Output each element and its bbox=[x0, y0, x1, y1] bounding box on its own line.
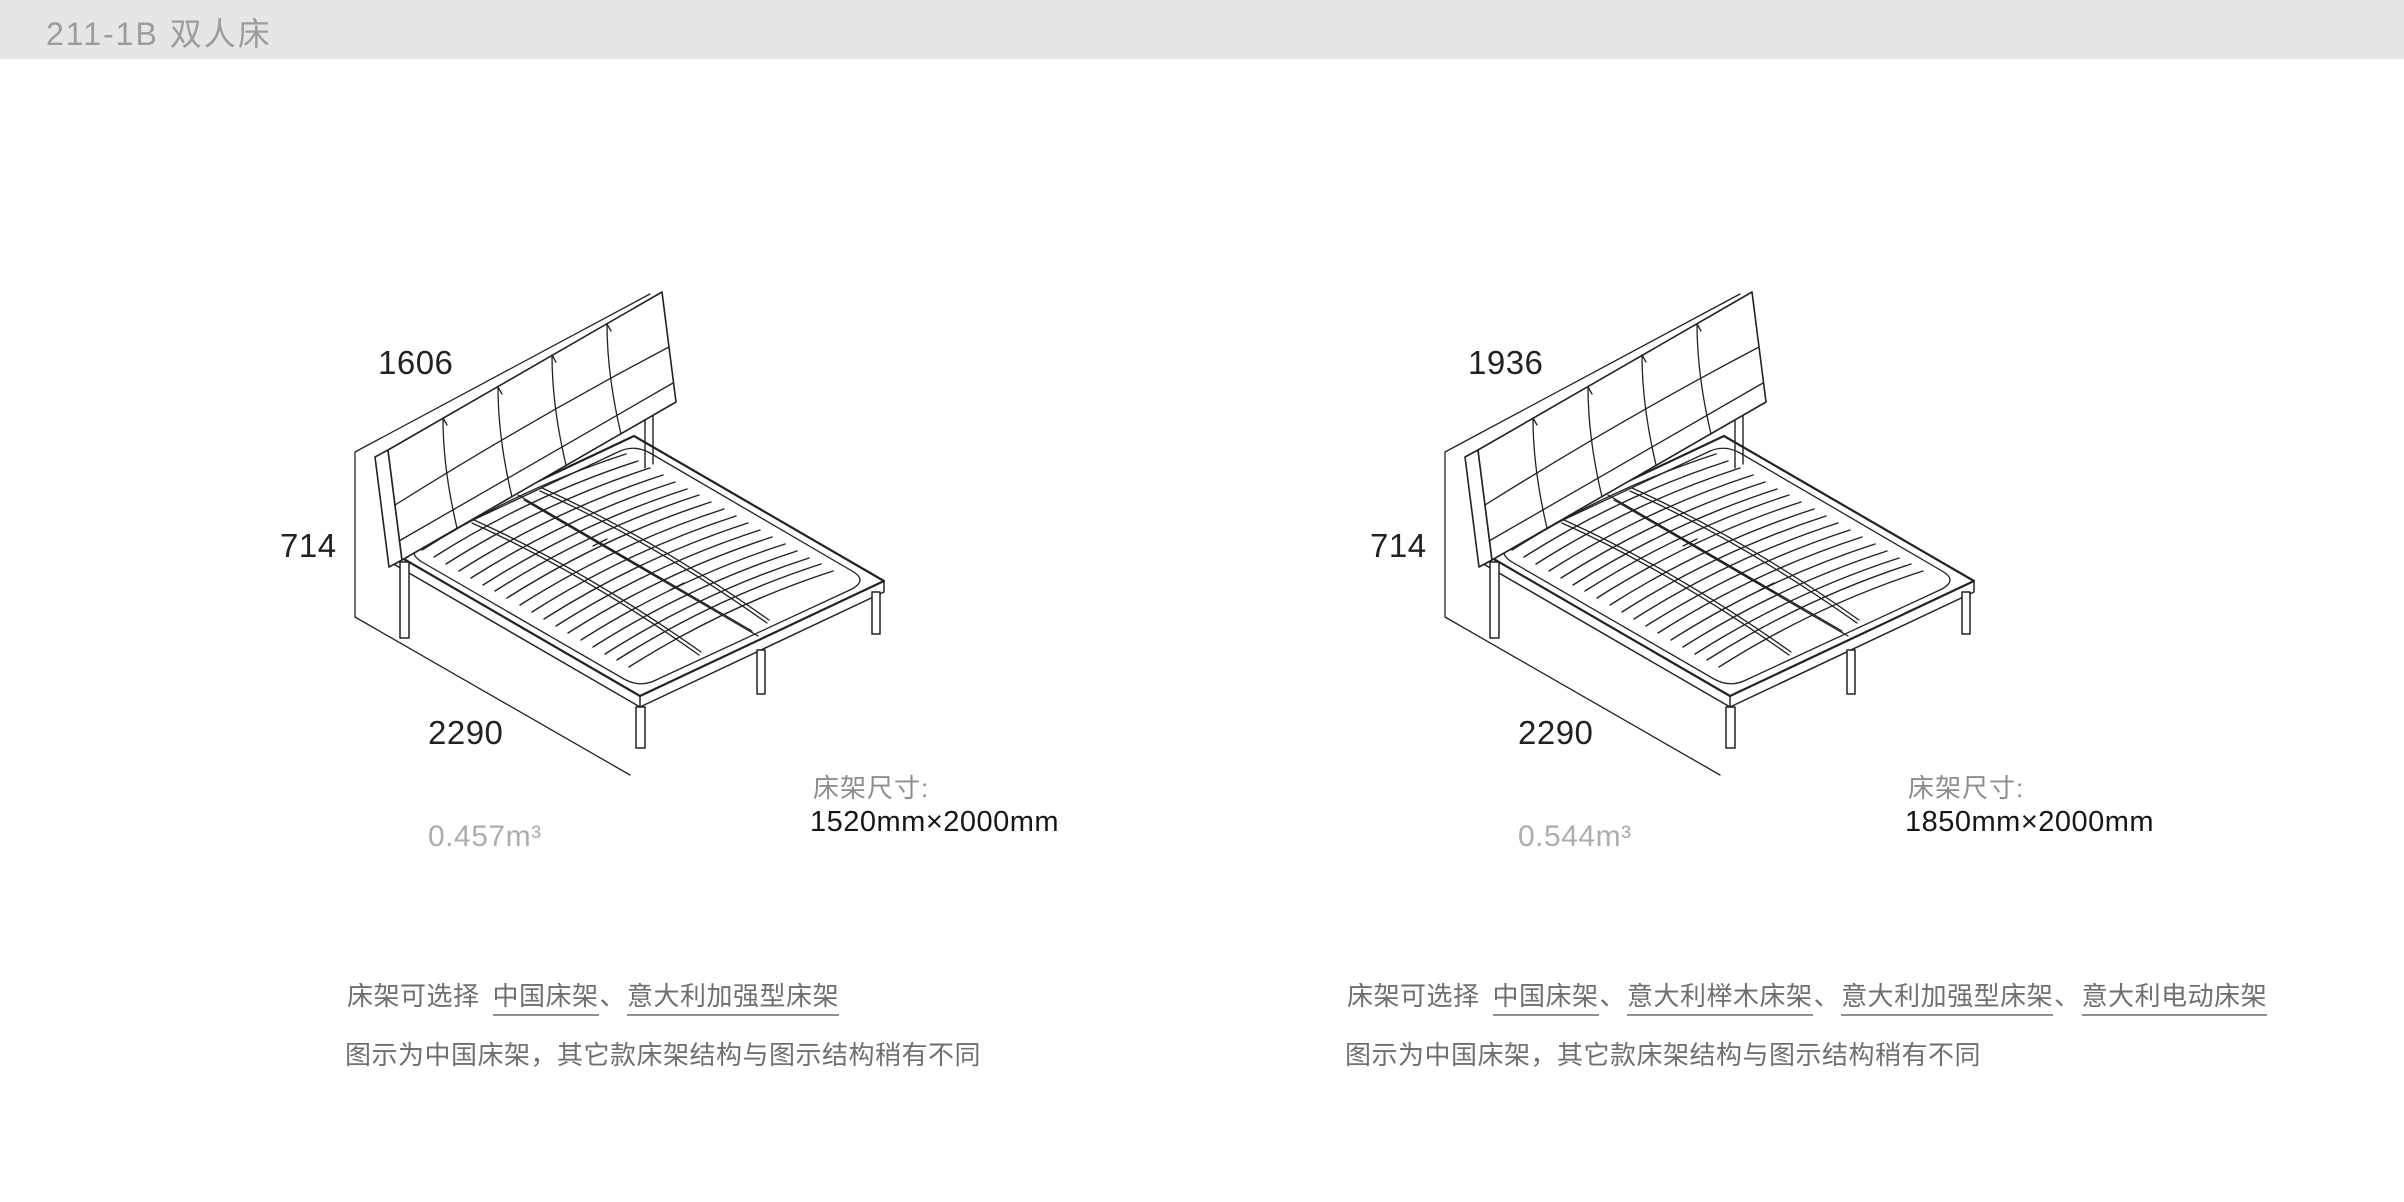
right-option-italy-electric-frame: 意大利电动床架 bbox=[2081, 981, 2268, 1016]
left-width-dimension: 1606 bbox=[378, 344, 454, 381]
page-title: 211-1B 双人床 bbox=[46, 16, 272, 52]
right-option-italy-reinforced-frame: 意大利加强型床架 bbox=[1841, 981, 2054, 1016]
left-option-italy-reinforced-frame: 意大利加强型床架 bbox=[627, 981, 840, 1016]
right-packing-volume: 0.544m³ bbox=[1518, 820, 1632, 853]
header-bar bbox=[0, 0, 2404, 59]
left-height-dimension: 714 bbox=[280, 527, 337, 564]
right-frame-note: 图示为中国床架，其它款床架结构与图示结构稍有不同 bbox=[1345, 1040, 1982, 1070]
left-frame-note: 图示为中国床架，其它款床架结构与图示结构稍有不同 bbox=[345, 1040, 982, 1070]
right-frame-options-line: 床架可选择中国床架、意大利榉木床架、意大利加强型床架、意大利电动床架 bbox=[1347, 981, 2268, 1016]
right-height-dimension: 714 bbox=[1370, 527, 1427, 564]
option-separator: 、 bbox=[599, 981, 627, 1011]
right-frame-size-label: 床架尺寸: bbox=[1908, 773, 2025, 803]
option-separator: 、 bbox=[1599, 981, 1627, 1011]
right-frame-size-value: 1850mm×2000mm bbox=[1905, 806, 2155, 838]
right-depth-dimension: 2290 bbox=[1518, 714, 1594, 751]
left-packing-volume: 0.457m³ bbox=[428, 820, 542, 853]
right-option-china-frame: 中国床架 bbox=[1492, 981, 1599, 1016]
option-separator: 、 bbox=[2054, 981, 2081, 1011]
option-separator: 、 bbox=[1813, 981, 1841, 1011]
left-frame-options-line: 床架可选择中国床架、意大利加强型床架 bbox=[347, 981, 840, 1016]
left-frame-size-value: 1520mm×2000mm bbox=[810, 806, 1060, 838]
left-options-prefix: 床架可选择 bbox=[347, 981, 480, 1011]
left-option-china-frame: 中国床架 bbox=[492, 981, 599, 1016]
left-depth-dimension: 2290 bbox=[428, 714, 504, 751]
right-options-prefix: 床架可选择 bbox=[1347, 981, 1480, 1011]
left-frame-size-label: 床架尺寸: bbox=[813, 773, 930, 803]
right-width-dimension: 1936 bbox=[1468, 344, 1544, 381]
right-option-italy-beech-frame: 意大利榉木床架 bbox=[1627, 981, 1813, 1016]
